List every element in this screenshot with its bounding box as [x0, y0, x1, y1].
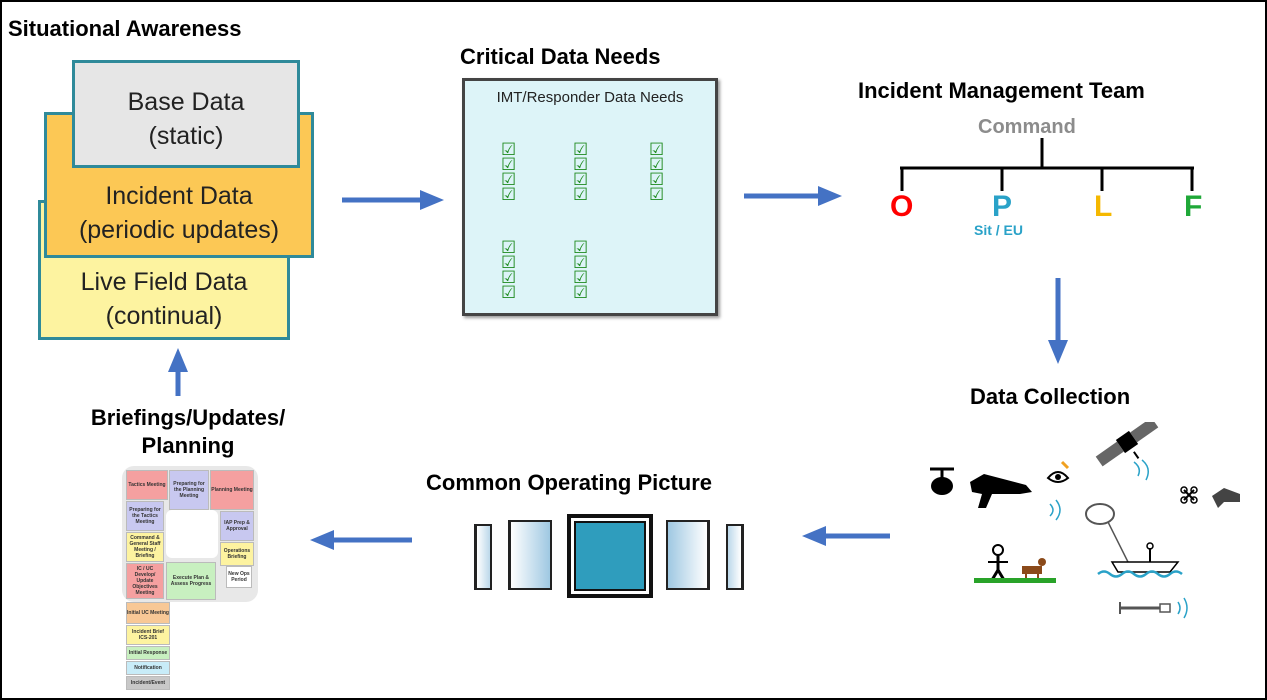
arrow-to-situational-awareness — [166, 348, 190, 396]
cop-panel-right-inner — [666, 520, 710, 590]
incident-data-sublabel: (periodic updates) — [78, 216, 280, 244]
data-collection-title: Data Collection — [970, 384, 1131, 409]
operations-letter: O — [890, 190, 914, 223]
checkbox-checked-icon: ☑ — [649, 155, 665, 175]
ics-step-execute-plan: Execute Plan & Assess Progress — [166, 562, 216, 600]
arrow-to-data-collection — [1046, 278, 1070, 366]
sensor-icon — [1119, 597, 1188, 619]
cop-panel-right-outer — [726, 524, 744, 590]
ics-step-ic-uc-develop: IC / UC Develop/ Update Objectives Meeti… — [126, 563, 164, 599]
ics-step-incident-brief: Incident Brief ICS-201 — [126, 625, 170, 645]
planning-sublabel: Sit / EU — [974, 222, 1024, 238]
ics-step-initial-response: Initial Response — [126, 646, 170, 660]
checkbox-checked-icon: ☑ — [573, 185, 589, 205]
checkbox-checked-icon: ☑ — [573, 170, 589, 190]
eye-icon — [1046, 460, 1070, 521]
ics-step-tactics-meeting: Tactics Meeting — [126, 470, 168, 500]
checkbox-checked-icon: ☑ — [501, 170, 517, 190]
checkbox-checked-icon: ☑ — [501, 253, 517, 273]
briefings-title-line1: Briefings/Updates/ — [90, 405, 286, 430]
ics-step-operations-briefing: Operations Briefing — [220, 542, 254, 566]
briefings-title: Briefings/Updates/ Planning — [68, 404, 308, 460]
checkbox-checked-icon: ☑ — [501, 185, 517, 205]
checkbox-checked-icon: ☑ — [573, 268, 589, 288]
situational-awareness-title: Situational Awareness — [8, 16, 242, 41]
satellite-icon — [1095, 422, 1159, 467]
critical-data-needs-title: Critical Data Needs — [460, 44, 661, 69]
incident-data-label: Incident Data — [105, 182, 253, 210]
checkbox-checked-icon: ☑ — [501, 155, 517, 175]
planning-letter: P — [992, 190, 1013, 223]
checkbox-checked-icon: ☑ — [649, 185, 665, 205]
ics-step-iap-prep: IAP Prep & Approval — [220, 511, 254, 541]
imt-title: Incident Management Team — [858, 78, 1145, 103]
data-needs-box: IMT/Responder Data Needs ☑☑☑☑☑☑☑☑☑☑☑☑☑☑☑… — [462, 78, 718, 316]
helicopter-icon — [930, 467, 954, 495]
live-field-data-label: Live Field Data — [80, 268, 248, 296]
cop-main-screen — [567, 514, 653, 598]
base-data-sublabel: (static) — [148, 122, 224, 150]
logistics-letter: L — [1094, 190, 1113, 223]
checkbox-checked-icon: ☑ — [649, 140, 665, 160]
planning-p-hole — [166, 510, 218, 558]
ics-step-initial-uc-meeting: Initial UC Meeting — [126, 602, 170, 624]
checkbox-checked-icon: ☑ — [501, 140, 517, 160]
command-label: Command — [978, 116, 1076, 138]
uav-icon — [1212, 488, 1240, 508]
boat-icon — [1085, 503, 1183, 578]
briefings-title-line2: Planning — [141, 433, 235, 458]
checkbox-checked-icon: ☑ — [649, 170, 665, 190]
satellite-signal-icon — [1133, 459, 1149, 481]
data-needs-label: IMT/Responder Data Needs — [496, 89, 684, 106]
airplane-icon — [970, 474, 1032, 508]
ics-step-incident-event: Incident/Event — [126, 676, 170, 690]
arrow-to-briefings — [310, 528, 412, 552]
ics-step-preparing-planning: Preparing for the Planning Meeting — [169, 470, 209, 510]
ics-step-new-ops-period: New Ops Period — [226, 566, 252, 588]
checkbox-checked-icon: ☑ — [573, 238, 589, 258]
live-field-data-sublabel: (continual) — [105, 302, 223, 330]
org-chart-lines — [900, 138, 1194, 191]
checkbox-checked-icon: ☑ — [573, 155, 589, 175]
ics-step-notification: Notification — [126, 661, 170, 675]
planning-p-graphic: Tactics Meeting Preparing for the Planni… — [122, 466, 258, 692]
person-with-dog-icon — [974, 544, 1056, 583]
checkbox-checked-icon: ☑ — [501, 268, 517, 288]
ics-step-planning-meeting: Planning Meeting — [210, 470, 254, 510]
arrow-to-imt — [744, 184, 844, 208]
arrow-to-critical-data — [342, 188, 446, 212]
checkbox-checked-icon: ☑ — [573, 253, 589, 273]
ics-step-preparing-tactics: Preparing for the Tactics Meeting — [126, 501, 164, 531]
drone-icon — [1180, 486, 1198, 504]
finance-letter: F — [1184, 190, 1203, 223]
base-data-box: Base Data (static) — [72, 60, 300, 168]
checkbox-checked-icon: ☑ — [501, 283, 517, 303]
checkbox-checked-icon: ☑ — [573, 283, 589, 303]
checkbox-checked-icon: ☑ — [573, 140, 589, 160]
arrow-to-cop — [802, 524, 890, 548]
ics-step-cgs-meeting: Command & General Staff Meeting / Briefi… — [126, 532, 164, 562]
cop-panel-left-outer — [474, 524, 492, 590]
cop-panel-left-inner — [508, 520, 552, 590]
data-collection-illustrations — [930, 422, 1240, 619]
checkbox-checked-icon: ☑ — [501, 238, 517, 258]
base-data-label: Base Data — [127, 88, 245, 116]
cop-title: Common Operating Picture — [426, 470, 713, 495]
